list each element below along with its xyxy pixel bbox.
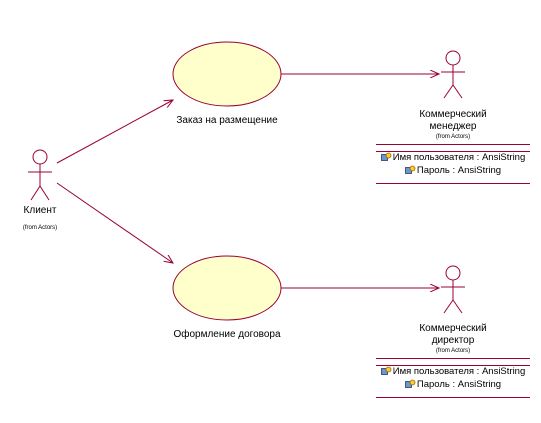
attribute-row: Имя пользователя : AnsiString — [376, 366, 530, 378]
actor-director-name-line2: директор — [431, 335, 475, 346]
attribute-row: Пароль : AnsiString — [376, 379, 530, 391]
use-case-contract-ellipse[interactable] — [172, 255, 282, 321]
attribute-text: Пароль : AnsiString — [416, 165, 502, 176]
attribute-text: Имя пользователя : AnsiString — [392, 366, 526, 377]
attribute-key-icon — [405, 166, 416, 175]
attribute-key-icon — [380, 367, 392, 376]
actor-client-name: Клиент — [23, 205, 57, 216]
actor-manager-from: (from Actors) — [435, 134, 471, 140]
actor-manager-attributes: Имя пользователя : AnsiString Пароль : A… — [376, 144, 530, 184]
attribute-key-icon — [380, 153, 392, 162]
association-client-order[interactable] — [56, 100, 173, 164]
use-case-order-ellipse[interactable] — [172, 41, 282, 107]
actor-director-attributes: Имя пользователя : AnsiString Пароль : A… — [376, 358, 530, 398]
actor-manager-name-line2: менеджер — [429, 121, 477, 132]
attribute-row: Имя пользователя : AnsiString — [376, 152, 530, 164]
actor-manager-figure[interactable] — [441, 50, 465, 99]
attribute-text: Пароль : AnsiString — [416, 379, 502, 390]
actor-manager-name-line1: Коммерческий — [419, 109, 487, 120]
attribute-row: Пароль : AnsiString — [376, 165, 530, 177]
attribute-text: Имя пользователя : AnsiString — [392, 152, 526, 163]
association-client-contract[interactable] — [56, 182, 173, 263]
attribute-key-icon — [405, 380, 416, 389]
actor-director-figure[interactable] — [441, 265, 465, 314]
actor-director-from: (from Actors) — [435, 348, 471, 354]
actor-client-figure[interactable] — [28, 149, 52, 201]
use-case-contract-label: Оформление договора — [173, 329, 281, 340]
actor-client-from: (from Actors) — [22, 225, 58, 231]
actor-director-name-line1: Коммерческий — [419, 323, 487, 334]
use-case-order-label: Заказ на размещение — [176, 115, 278, 126]
